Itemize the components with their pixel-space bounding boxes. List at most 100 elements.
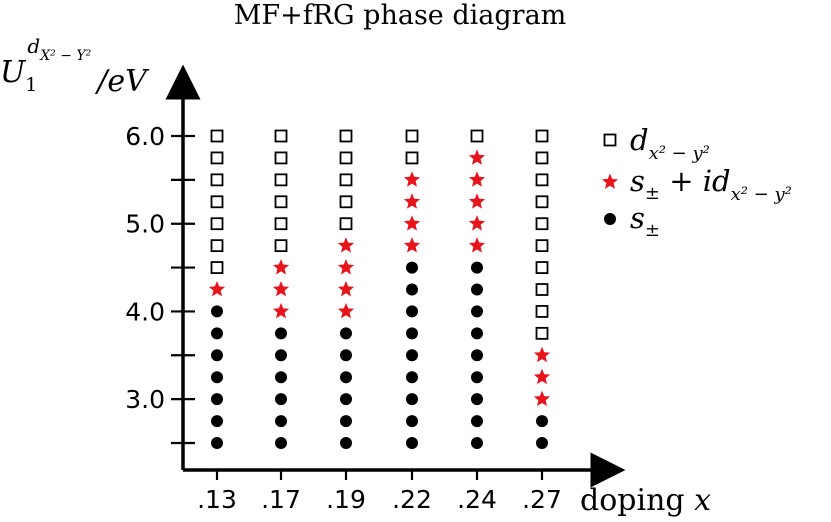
point-d-27-5_75 xyxy=(535,151,549,165)
point-d-17-4_75 xyxy=(274,239,288,253)
x-tick-label: .27 xyxy=(522,485,562,514)
point-s-22-3_75 xyxy=(406,327,418,340)
x-axis-ticks: .13.17.19.22.24.27 xyxy=(197,470,562,514)
x-tick-label: .22 xyxy=(392,485,432,514)
point-d-27-4 xyxy=(535,305,549,318)
point-s-13-3_75 xyxy=(211,327,223,340)
point-d-19-6 xyxy=(339,129,353,143)
point-d-22-6 xyxy=(405,129,419,143)
point-s-19-3 xyxy=(340,393,352,406)
y-label-suffix: /eV xyxy=(94,64,150,99)
x-label-var: x xyxy=(694,483,711,518)
point-s-19-2_75 xyxy=(340,415,352,428)
chart-title: MF+fRG phase diagram xyxy=(234,0,567,31)
point-s-22-3_5 xyxy=(406,349,418,362)
point-s-22-3_25 xyxy=(406,371,418,384)
data-points xyxy=(208,129,551,449)
point-d-27-5_5 xyxy=(535,173,549,187)
point-s-27-2_5 xyxy=(536,437,548,449)
y-axis-label: U1 dX² − Y²/eV xyxy=(0,34,150,99)
y-tick-label: 6.0 xyxy=(125,122,165,151)
point-s-13-3_25 xyxy=(211,371,223,384)
y-label-sup-base: d xyxy=(27,34,40,58)
point-s-17-2_75 xyxy=(275,415,287,428)
point-d-24-6 xyxy=(470,129,484,143)
point-s-19-3_25 xyxy=(340,371,352,384)
x-tick-label: .24 xyxy=(457,485,497,514)
point-s-17-3_25 xyxy=(275,371,287,384)
y-label-sub: 1 xyxy=(25,74,37,96)
point-sid-24-5_5 xyxy=(468,171,486,187)
point-sid-27-3_25 xyxy=(533,368,551,385)
point-s-22-4_25 xyxy=(406,283,418,296)
x-axis-label: doping x xyxy=(580,483,711,518)
y-label-sup-sub: X² − Y² xyxy=(39,48,91,64)
point-s-17-3_75 xyxy=(275,327,287,340)
legend-marker-sid xyxy=(601,173,619,189)
point-d-19-5_5 xyxy=(339,173,353,187)
point-s-17-2_5 xyxy=(275,437,287,449)
point-s-19-3_75 xyxy=(340,327,352,340)
point-sid-17-4_25 xyxy=(272,281,290,297)
point-d-17-5 xyxy=(274,217,288,231)
point-d-27-3_75 xyxy=(535,326,549,340)
point-d-13-5_5 xyxy=(210,173,224,187)
point-sid-19-4_5 xyxy=(337,259,355,275)
y-tick-label: 3.0 xyxy=(125,385,165,414)
point-s-24-2_5 xyxy=(471,437,483,449)
point-s-22-2_75 xyxy=(406,415,418,428)
point-sid-19-4_25 xyxy=(337,281,355,297)
y-label-base: U xyxy=(0,55,27,90)
point-d-27-6 xyxy=(535,129,549,143)
point-sid-22-5_25 xyxy=(403,193,421,209)
point-s-24-3_75 xyxy=(471,327,483,340)
point-d-17-5_25 xyxy=(274,195,288,209)
x-label-text: doping xyxy=(580,483,694,518)
y-tick-label: 5.0 xyxy=(125,210,165,239)
point-d-27-5 xyxy=(535,217,549,231)
legend-label-sid: s± + idx² − y² xyxy=(630,164,792,205)
point-d-13-6 xyxy=(210,129,224,143)
point-d-13-4_5 xyxy=(210,261,224,274)
point-d-27-5_25 xyxy=(535,195,549,209)
legend: dx² − y² s± + idx² − y² s± xyxy=(601,123,792,241)
point-s-13-4 xyxy=(211,305,223,318)
point-d-17-6 xyxy=(274,129,288,143)
point-s-22-3 xyxy=(406,393,418,406)
point-d-27-4_25 xyxy=(535,283,549,296)
point-d-19-5 xyxy=(339,217,353,231)
point-d-22-5_75 xyxy=(405,151,419,165)
point-s-19-2_5 xyxy=(340,437,352,449)
point-d-27-4_5 xyxy=(535,261,549,274)
legend-marker-d xyxy=(603,133,617,147)
point-sid-13-4_25 xyxy=(208,281,226,297)
point-s-24-4_5 xyxy=(471,261,483,274)
point-s-27-2_75 xyxy=(536,415,548,428)
x-tick-label: .17 xyxy=(261,485,301,514)
point-s-24-3_5 xyxy=(471,349,483,362)
point-sid-24-5 xyxy=(468,215,486,231)
point-s-17-3_5 xyxy=(275,349,287,362)
point-d-13-5_25 xyxy=(210,195,224,209)
point-s-19-3_5 xyxy=(340,349,352,362)
point-sid-27-3_5 xyxy=(533,346,551,363)
point-sid-24-5_75 xyxy=(468,149,486,165)
point-s-17-3 xyxy=(275,393,287,406)
point-d-13-5 xyxy=(210,217,224,231)
point-d-19-5_75 xyxy=(339,151,353,165)
point-s-13-2_75 xyxy=(211,415,223,428)
legend-label-s: s± xyxy=(630,201,660,241)
point-s-24-3 xyxy=(471,393,483,406)
point-s-22-4_5 xyxy=(406,261,418,274)
point-sid-17-4_5 xyxy=(272,259,290,275)
y-tick-label: 4.0 xyxy=(125,297,165,326)
point-sid-17-4 xyxy=(272,302,290,319)
point-d-13-5_75 xyxy=(210,151,224,165)
legend-label-d: dx² − y² xyxy=(630,123,710,164)
point-sid-19-4 xyxy=(337,302,355,319)
point-sid-22-5_5 xyxy=(403,171,421,187)
point-d-13-4_75 xyxy=(210,239,224,253)
point-sid-24-4_75 xyxy=(468,237,486,253)
point-sid-19-4_75 xyxy=(337,237,355,253)
